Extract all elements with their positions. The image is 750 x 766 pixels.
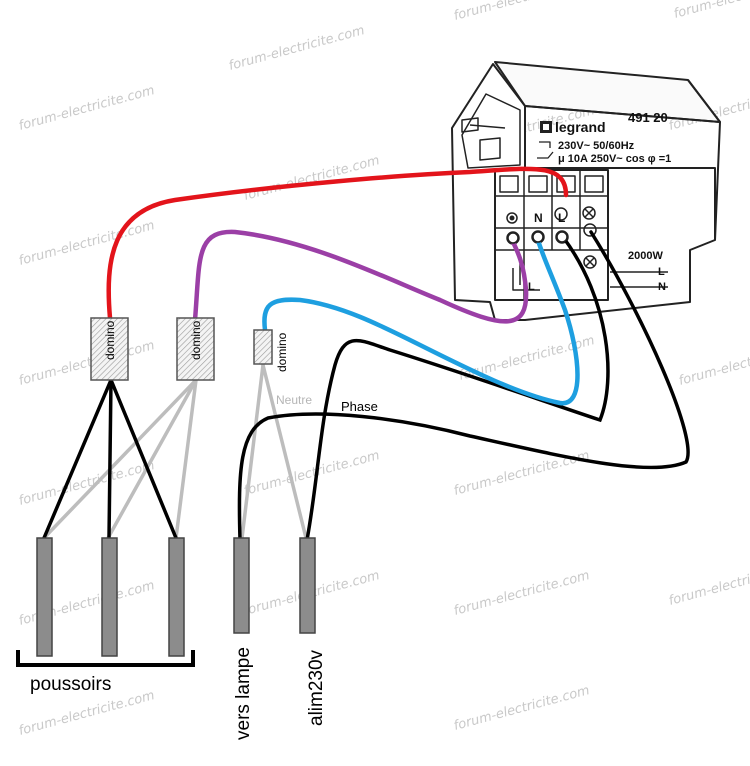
pushbutton-ends xyxy=(36,537,316,657)
output-n-label: N xyxy=(658,281,666,293)
legrand-module xyxy=(451,61,721,321)
domino-label: domino xyxy=(189,320,203,360)
module-reference: 491 20 xyxy=(628,110,668,125)
watermark: forum-electricite.com xyxy=(667,558,750,609)
grey-wire xyxy=(42,378,198,540)
poussoirs-label: poussoirs xyxy=(30,674,111,695)
lamp-wire xyxy=(237,230,690,542)
output-l-label: L xyxy=(658,266,665,278)
domino-label: domino xyxy=(103,320,117,360)
module-spec-voltage: 230V~ 50/60Hz xyxy=(558,140,635,152)
domino-1: domino xyxy=(90,317,129,381)
domino-label: domino xyxy=(275,332,289,372)
watermark: forum-electricite.com xyxy=(17,338,156,389)
pushbutton-cable xyxy=(168,537,185,657)
neutre-label: Neutre xyxy=(276,393,312,407)
grey-wire xyxy=(240,363,265,540)
watermark: forum-electricite.com xyxy=(452,683,591,734)
grey-wire xyxy=(174,378,198,540)
black-wires xyxy=(42,230,690,542)
black-wire xyxy=(42,378,113,540)
grey-wire xyxy=(106,378,198,540)
black-wire xyxy=(107,378,113,540)
domino-2: domino xyxy=(176,317,215,381)
poussoirs-bracket xyxy=(16,650,195,667)
vers-lampe-label: vers lampe xyxy=(233,647,254,740)
phase-wire xyxy=(305,235,610,542)
lamp-cable xyxy=(233,537,250,634)
grey-wires xyxy=(42,363,308,540)
watermark: forum-electricite.com xyxy=(452,568,591,619)
red-wire xyxy=(106,166,569,321)
terminal-l-label: L xyxy=(558,211,565,225)
power-cable xyxy=(299,537,316,634)
load-power-label: 2000W xyxy=(628,250,663,262)
pushbutton-cable xyxy=(36,537,53,657)
black-wire xyxy=(109,378,178,540)
terminal-n-label: N xyxy=(534,211,543,225)
watermark: forum-electricite.com xyxy=(227,23,366,74)
watermark: forum-electricite.com xyxy=(452,0,591,24)
grey-wire xyxy=(261,363,308,540)
watermark: forum-electricite.com xyxy=(17,83,156,134)
pushbutton-cable xyxy=(101,537,118,657)
watermark: forum-electricite.com xyxy=(17,688,156,739)
terminal-l-lower-label: L xyxy=(528,281,535,293)
domino-3: domino xyxy=(253,329,289,372)
watermark: forum-electricite.com xyxy=(17,218,156,269)
alim-label: alim230v xyxy=(306,649,327,726)
module-brand: legrand xyxy=(555,119,606,135)
watermark: forum-electricite.com xyxy=(17,458,156,509)
terminal-screws xyxy=(507,231,568,244)
module-spec-current: μ 10A 250V~ cos φ =1 xyxy=(558,153,671,165)
purple-wire xyxy=(192,229,529,324)
watermark: forum-electricite.com xyxy=(677,338,750,389)
phase-label: Phase xyxy=(341,399,378,414)
blue-wire xyxy=(262,234,580,406)
watermark: forum-electricite.com xyxy=(672,0,750,22)
watermark: forum-electricite.com xyxy=(242,448,381,499)
